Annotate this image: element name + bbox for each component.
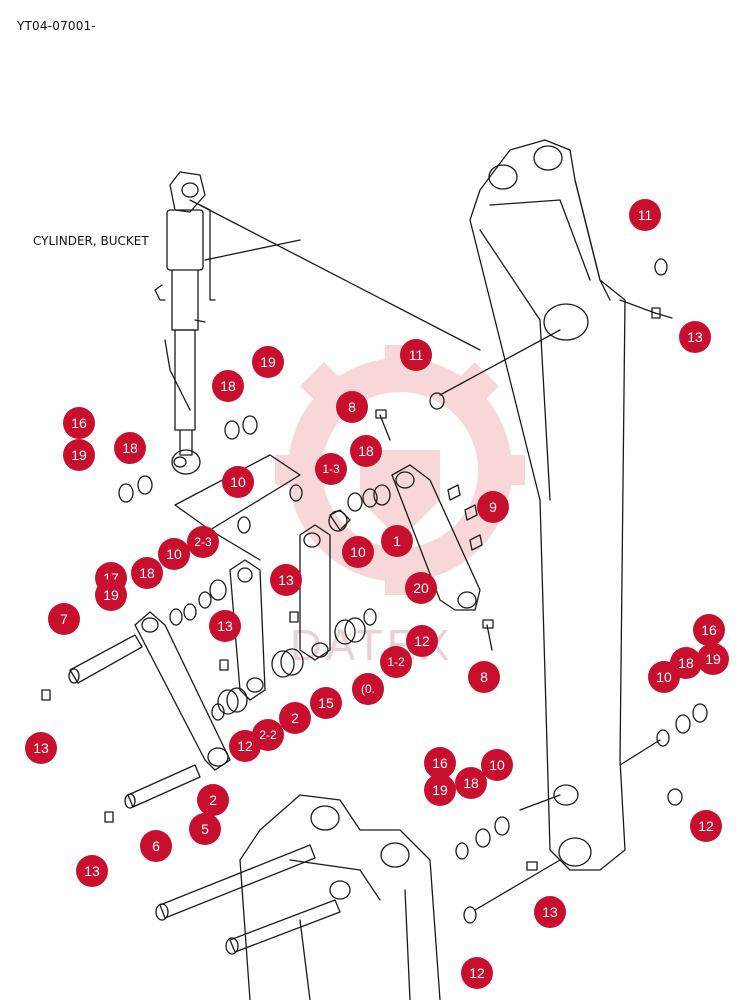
callout-badge[interactable]: 10 (222, 466, 254, 498)
callout-badge[interactable]: 18 (212, 370, 244, 402)
callout-badge[interactable]: 18 (455, 767, 487, 799)
callout-badge[interactable]: 10 (158, 538, 190, 570)
callout-badge[interactable]: 18 (114, 432, 146, 464)
callout-badge[interactable]: 16 (693, 614, 725, 646)
callout-badge[interactable]: 10 (648, 661, 680, 693)
callout-badge[interactable]: 2-3 (187, 526, 219, 558)
ring-set (118, 258, 708, 924)
callout-badge[interactable]: 19 (697, 643, 729, 675)
callout-badge[interactable]: 16 (63, 407, 95, 439)
callout-badge[interactable]: 15 (310, 687, 342, 719)
part-label-bucket-cylinder: CYLINDER, BUCKET (33, 234, 149, 248)
fastener-set (41, 307, 673, 871)
pin-set (68, 634, 341, 955)
callout-badge[interactable]: 19 (95, 579, 127, 611)
callout-badge[interactable]: 2 (197, 784, 229, 816)
callout-badge[interactable]: 2-2 (252, 719, 284, 751)
callout-badge[interactable]: 11 (400, 339, 432, 371)
callout-badge[interactable]: 5 (189, 813, 221, 845)
callout-badge[interactable]: 10 (342, 536, 374, 568)
bucket-bracket (239, 794, 441, 1000)
leader-line (439, 329, 561, 396)
callout-badge[interactable]: 9 (477, 491, 509, 523)
callout-badge[interactable]: 13 (534, 896, 566, 928)
callout-badge[interactable]: 13 (270, 564, 302, 596)
callout-badge[interactable]: 13 (209, 610, 241, 642)
callout-badge[interactable]: (0. (352, 673, 384, 705)
bushing-set (209, 509, 366, 715)
callout-badge[interactable]: 13 (25, 732, 57, 764)
callout-badge[interactable]: 20 (405, 572, 437, 604)
callout-badge[interactable]: 7 (48, 603, 80, 635)
callout-badge[interactable]: 19 (424, 774, 456, 806)
bucket-cylinder (154, 171, 216, 475)
callout-badge[interactable]: 8 (336, 391, 368, 423)
callout-badge[interactable]: 1-2 (380, 646, 412, 678)
callout-badge[interactable]: 19 (63, 439, 95, 471)
callout-badge[interactable]: 13 (679, 321, 711, 353)
callout-badge[interactable]: 19 (252, 346, 284, 378)
leader-line (519, 794, 561, 811)
leader-line (189, 199, 481, 351)
callout-badge[interactable]: 1 (381, 525, 413, 557)
leader-line (474, 859, 561, 911)
callout-badge[interactable]: 10 (481, 749, 513, 781)
shim-outline (209, 529, 261, 561)
leader-line (619, 739, 661, 766)
callout-badge[interactable]: 18 (350, 435, 382, 467)
document-code: YT04-07001- (17, 19, 96, 33)
callout-badge[interactable]: 18 (131, 557, 163, 589)
callout-badge[interactable]: 12 (406, 625, 438, 657)
link-set (134, 464, 481, 771)
watermark-logo (275, 345, 525, 595)
callout-badge[interactable]: 11 (629, 199, 661, 231)
callout-badge[interactable]: 12 (461, 957, 493, 989)
callout-badge[interactable]: 2 (279, 702, 311, 734)
callout-badge[interactable]: 6 (140, 830, 172, 862)
callout-badge[interactable]: 1-3 (315, 453, 347, 485)
callout-badge[interactable]: 12 (690, 810, 722, 842)
callout-badge[interactable]: 13 (76, 855, 108, 887)
arm-body (469, 139, 656, 871)
callout-badge[interactable]: 16 (424, 747, 456, 779)
callout-badge[interactable]: 8 (468, 661, 500, 693)
leader-line (204, 239, 301, 261)
